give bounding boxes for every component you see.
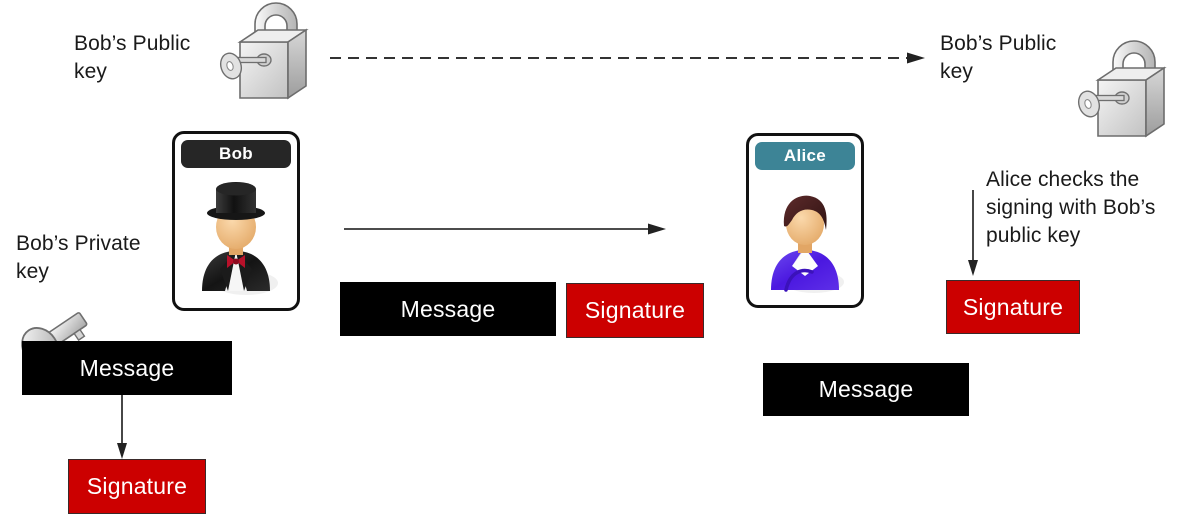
alice-card-body (749, 176, 861, 301)
padlock-icon (219, 2, 330, 114)
message-block-transit: Message (340, 282, 556, 336)
alice-card-header: Alice (755, 142, 855, 170)
alice-card-title: Alice (783, 146, 827, 165)
message-block-alice: Message (763, 363, 969, 416)
avatar-bob-icon (184, 179, 288, 299)
signature-block-bob: Signature (68, 459, 206, 514)
bob-card-body (175, 174, 297, 304)
bob-card-title: Bob (219, 144, 253, 163)
avatar-alice-icon (756, 180, 854, 298)
sign-message-arrow (112, 395, 132, 460)
verify-signature-arrow (963, 190, 983, 278)
public-key-transfer-arrow (330, 48, 925, 68)
signature-block-alice: Signature (946, 280, 1080, 334)
bob-public-key-label-left: Bob’s Public key (74, 32, 191, 83)
message-transfer-arrow (344, 219, 666, 239)
bob-public-key-label-right: Bob’s Public key (940, 32, 1057, 83)
message-block-bob: Message (22, 341, 232, 395)
alice-checks-label: Alice checks the signing with Bob’s publ… (986, 168, 1156, 247)
bob-card-header: Bob (181, 140, 291, 168)
bob-private-key-label: Bob’s Private key (16, 232, 141, 283)
padlock-icon (1077, 40, 1188, 152)
alice-card[interactable]: Alice (746, 133, 864, 308)
signature-block-transit: Signature (566, 283, 704, 338)
bob-card[interactable]: Bob (172, 131, 300, 311)
